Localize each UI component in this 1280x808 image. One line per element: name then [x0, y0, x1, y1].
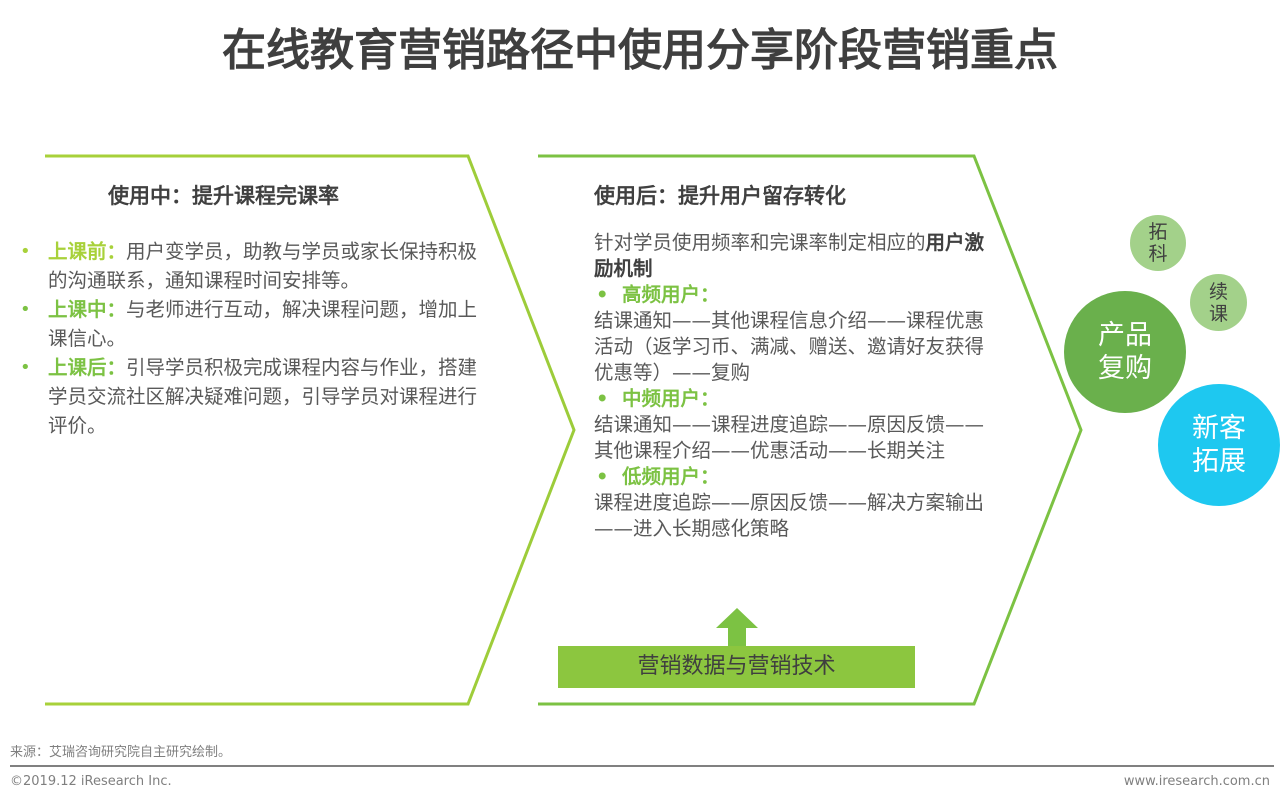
- group-label: 高频用户：: [622, 283, 720, 306]
- list-item-during-class: • 上课中：与老师进行互动，解决课程问题，增加上课信心。: [18, 295, 493, 353]
- bubble-line: 复购: [1098, 353, 1152, 384]
- bubble-product-repurchase: 产品 复购: [1064, 291, 1186, 413]
- intro-plain: 针对学员使用频率和完课率制定相应的: [594, 231, 926, 254]
- item-text: 引导学员积极完成课程内容与作业，搭建学员交流社区解决疑难问题，引导学员对课程进行…: [48, 356, 478, 437]
- item-text: 用户变学员，助教与学员或家长保持积极的沟通联系，通知课程时间安排等。: [48, 240, 478, 292]
- bubble-expand-subjects: 拓 科: [1130, 215, 1186, 271]
- right-chevron-outline: [538, 154, 1083, 706]
- group-mid-frequency-text: 结课通知——课程进度追踪——原因反馈——其他课程介绍——优惠活动——长期关注: [594, 413, 985, 462]
- list-item-after-class: • 上课后：引导学员积极完成课程内容与作业，搭建学员交流社区解决疑难问题，引导学…: [18, 353, 493, 440]
- bubble-line: 课: [1208, 302, 1228, 325]
- item-label: 上课中：: [48, 298, 127, 321]
- bubble-new-customer-expansion: 新客 拓展: [1158, 384, 1280, 506]
- bullet-icon: •: [20, 357, 31, 378]
- bubble-line: 产品: [1098, 320, 1152, 351]
- bullet-icon: •: [596, 283, 609, 306]
- intro-text: 针对学员使用频率和完课率制定相应的用户激励机制: [594, 230, 994, 282]
- group-label: 低频用户：: [622, 465, 720, 488]
- item-text: 与老师进行互动，解决课程问题，增加上课信心。: [48, 298, 478, 350]
- website-link[interactable]: www.iresearch.com.cn: [1123, 774, 1270, 789]
- group-high-frequency-text: 结课通知——其他课程信息介绍——课程优惠活动（返学习币、满减、赠送、邀请好友获得…: [594, 309, 985, 384]
- list-item-before-class: • 上课前：用户变学员，助教与学员或家长保持积极的沟通联系，通知课程时间安排等。: [18, 237, 493, 295]
- copyright: ©2019.12 iResearch Inc.: [10, 774, 172, 789]
- source-note: 来源：艾瑞咨询研究院自主研究绘制。: [10, 745, 232, 760]
- marketing-tech-bar: 营销数据与营销技术: [558, 646, 915, 688]
- intro-bold: 用户激励机制: [594, 231, 985, 280]
- left-panel-list: • 上课前：用户变学员，助教与学员或家长保持积极的沟通联系，通知课程时间安排等。…: [18, 237, 493, 440]
- bullet-icon: •: [596, 387, 609, 410]
- item-label: 上课前：: [48, 240, 127, 263]
- bubble-renew-course: 续 课: [1190, 274, 1247, 331]
- bullet-icon: •: [20, 241, 31, 262]
- left-chevron-outline: [45, 154, 576, 706]
- bubble-line: 新客: [1192, 413, 1246, 444]
- group-label: 中频用户：: [622, 387, 720, 410]
- item-label: 上课后：: [48, 356, 127, 379]
- footer-divider: [10, 765, 1274, 767]
- right-panel-body: 针对学员使用频率和完课率制定相应的用户激励机制 • 高频用户： 结课通知——其他…: [594, 230, 994, 542]
- right-panel-heading: 使用后：提升用户留存转化: [594, 184, 846, 208]
- group-high-frequency-label: • 高频用户：: [594, 282, 994, 308]
- group-low-frequency-text: 课程进度追踪——原因反馈——解决方案输出——进入长期感化策略: [594, 491, 985, 540]
- bubble-line: 拓展: [1192, 446, 1246, 477]
- right-chevron-notch: [538, 156, 574, 704]
- bubble-line: 科: [1148, 243, 1168, 265]
- page-title: 在线教育营销路径中使用分享阶段营销重点: [222, 25, 1058, 76]
- bullet-icon: •: [20, 299, 31, 320]
- bubble-line: 拓: [1148, 221, 1168, 243]
- left-panel-heading: 使用中：提升课程完课率: [108, 184, 339, 208]
- group-mid-frequency-label: • 中频用户：: [594, 386, 994, 412]
- bubble-line: 续: [1208, 280, 1228, 303]
- group-low-frequency-label: • 低频用户：: [594, 464, 994, 490]
- up-arrow-icon: [716, 608, 758, 646]
- bullet-icon: •: [596, 465, 609, 488]
